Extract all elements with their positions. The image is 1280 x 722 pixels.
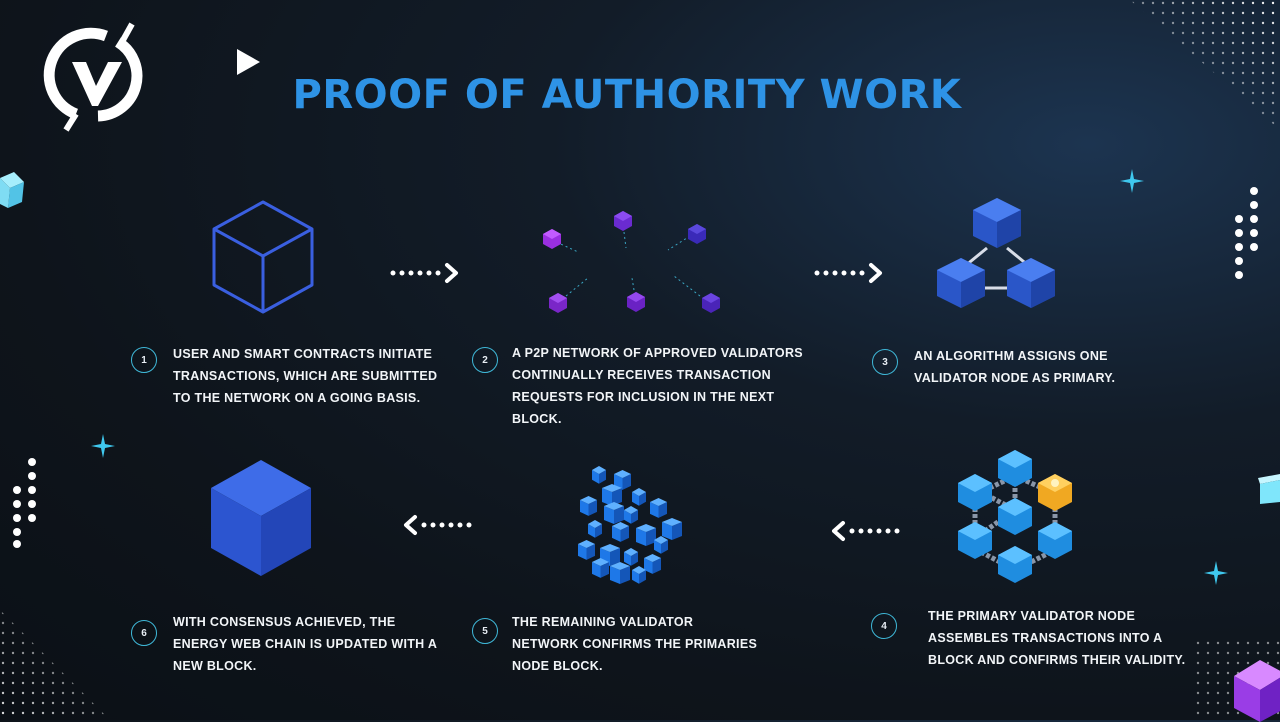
validator-triangle-icon [937, 198, 1055, 308]
validator-chain-icon [958, 450, 1072, 583]
step-1-number: 1 [131, 347, 157, 373]
step-2-number: 2 [472, 347, 498, 373]
step-6-text: WITH CONSENSUS ACHIEVED, THE ENERGY WEB … [173, 615, 437, 673]
step-6-number: 6 [131, 620, 157, 646]
dot-pattern-bottom-left [0, 610, 110, 720]
sparkle-icon [1204, 561, 1228, 585]
page-title: PROOF OF AUTHORITY WORK [292, 72, 962, 118]
step-1-text: USER AND SMART CONTRACTS INITIATE TRANSA… [173, 347, 438, 405]
logo-icon [43, 22, 143, 132]
sparkle-icon [1120, 169, 1144, 193]
sparkle-icon [91, 434, 115, 458]
scattered-blocks-icon [578, 466, 682, 584]
step-3-number: 3 [872, 349, 898, 375]
arrow-right-icon [390, 263, 458, 283]
step-5-text: THE REMAINING VALIDATOR NETWORK CONFIRMS… [512, 615, 758, 673]
arrow-right-icon [814, 263, 882, 283]
arrow-left-icon [832, 521, 900, 541]
decorative-cube-left [0, 172, 24, 208]
p2p-network-icon [543, 211, 720, 313]
dot-column-left [13, 458, 36, 548]
decorative-cube-bottom-right [1234, 660, 1280, 722]
step-3-text: AN ALGORITHM ASSIGNS ONE VALIDATOR NODE … [914, 349, 1116, 385]
step-4-number: 4 [871, 613, 897, 639]
dot-pattern-top-right [1130, 0, 1280, 130]
step-4-text: THE PRIMARY VALIDATOR NODE ASSEMBLES TRA… [928, 609, 1186, 667]
arrow-left-icon [404, 515, 472, 535]
solid-cube-icon [211, 460, 311, 576]
decorative-cube-right [1258, 474, 1280, 504]
step-5-number: 5 [472, 618, 498, 644]
step-2-text: A P2P NETWORK OF APPROVED VALIDATORS CON… [512, 346, 803, 426]
dot-column-right [1235, 187, 1258, 279]
cube-outline-icon [212, 200, 314, 314]
play-icon[interactable] [237, 49, 261, 77]
